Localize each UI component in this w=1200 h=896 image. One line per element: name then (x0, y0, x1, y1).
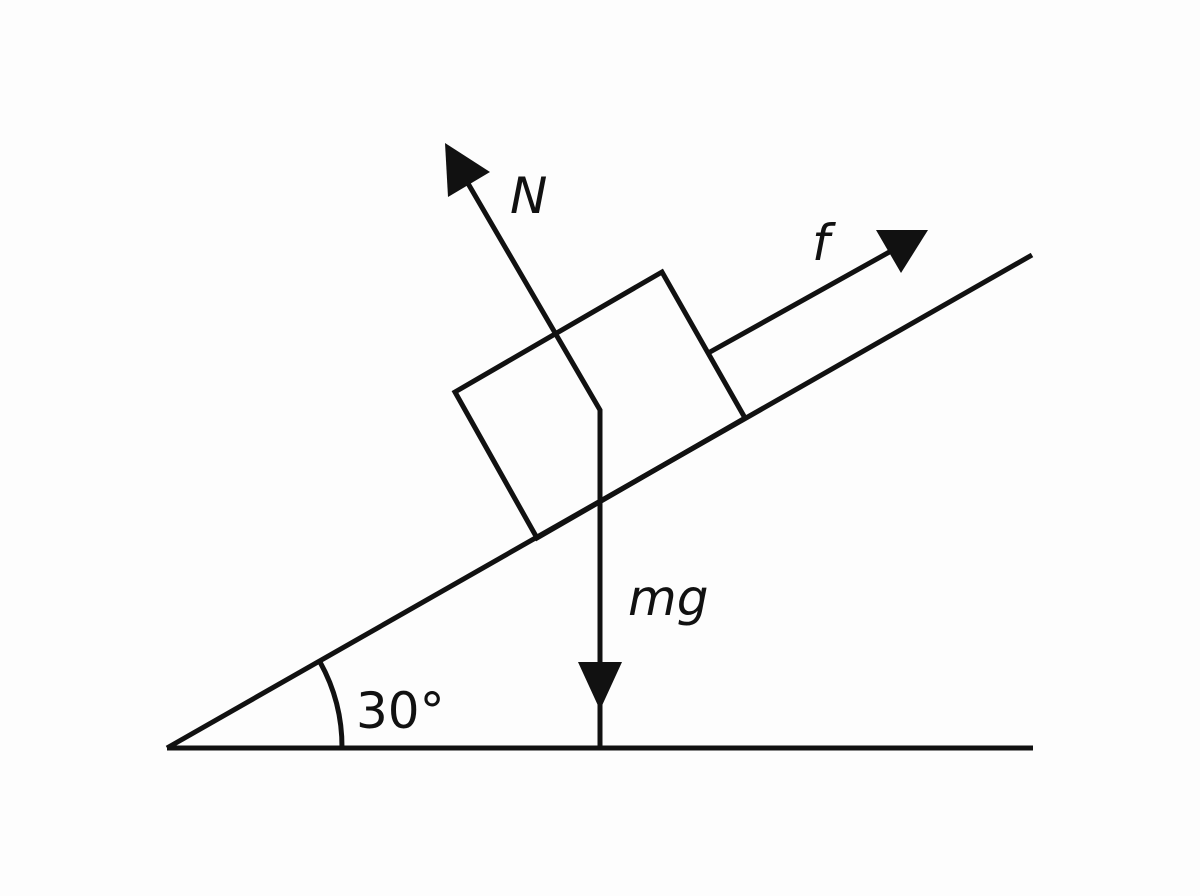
friction-arrowhead (876, 230, 928, 273)
normal-force-arrowhead (445, 143, 490, 197)
friction-line (708, 247, 895, 355)
weight-arrowhead (578, 662, 622, 710)
block (451, 268, 749, 542)
weight-label: mg (628, 569, 708, 627)
angle-label: 30° (356, 682, 445, 740)
friction-label: f (812, 214, 836, 272)
normal-force-label: N (510, 167, 547, 225)
angle-arc (317, 660, 345, 749)
